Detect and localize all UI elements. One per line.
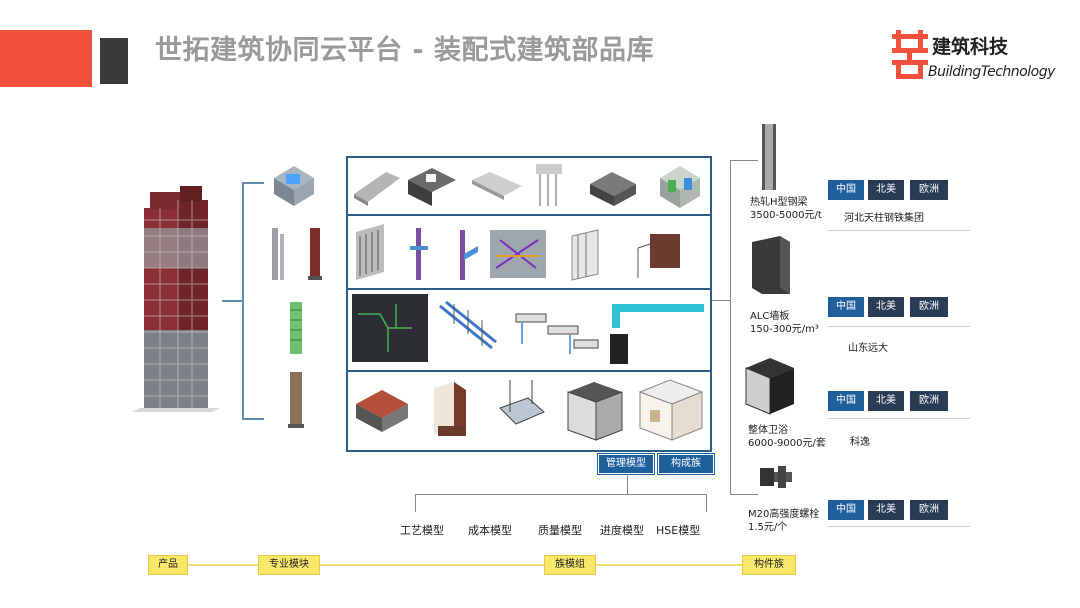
- thumb-beam[interactable]: [468, 164, 524, 208]
- region-tab-europe[interactable]: 欧洲: [910, 500, 948, 520]
- component-image-bathroom[interactable]: [742, 356, 798, 416]
- thumb-foundation[interactable]: [586, 164, 640, 208]
- logo-text-en: BuildingTechnology: [928, 64, 1055, 80]
- connector-line: [242, 418, 264, 420]
- thumb-steel-column[interactable]: [404, 226, 434, 282]
- divider: [828, 526, 970, 527]
- grid-divider: [348, 214, 710, 216]
- connector-line: [706, 494, 707, 512]
- region-tab-north-america[interactable]: 北美: [868, 180, 904, 200]
- region-tab-north-america[interactable]: 北美: [868, 391, 904, 411]
- region-tab-north-america[interactable]: 北美: [868, 297, 904, 317]
- connector-line: [730, 160, 758, 161]
- connector-line: [712, 300, 730, 301]
- thumb-ceiling-frame[interactable]: [494, 378, 548, 444]
- thumb-pipe-network[interactable]: [352, 294, 428, 362]
- logo-text-cn: 建筑科技: [932, 36, 1009, 58]
- divider: [828, 230, 970, 231]
- thumb-room-module[interactable]: [654, 160, 706, 212]
- component-image-alc-panel[interactable]: [750, 234, 792, 296]
- divider: [828, 326, 970, 327]
- grid-divider: [348, 370, 710, 372]
- thumb-duct[interactable]: [508, 302, 604, 360]
- connector-line: [730, 494, 758, 495]
- logo-icon: [892, 30, 928, 79]
- component-name: 整体卫浴: [748, 425, 788, 436]
- sub-model-quality[interactable]: 质量模型: [538, 524, 582, 537]
- component-image-bolt[interactable]: [756, 460, 796, 494]
- thumb-facade-panel[interactable]: [628, 228, 688, 282]
- thumb-wall-panel[interactable]: [352, 222, 392, 284]
- sub-model-cost[interactable]: 成本模型: [468, 524, 512, 537]
- connector-line: [415, 494, 707, 495]
- thumb-roof-module[interactable]: [352, 380, 412, 440]
- timeline-step-family-group[interactable]: 族模组: [544, 555, 596, 575]
- connector-line: [627, 474, 628, 494]
- supplier-name: 科逸: [850, 437, 870, 448]
- thumb-core-module[interactable]: [562, 378, 628, 444]
- thumb-slab[interactable]: [352, 164, 402, 208]
- header-accent-red: [0, 30, 92, 87]
- module-thumb-column-wall[interactable]: [282, 370, 310, 430]
- component-price: 150-300元/m³: [750, 324, 819, 335]
- region-tab-europe[interactable]: 欧洲: [910, 391, 948, 411]
- connector-line: [242, 182, 244, 420]
- grid-divider: [348, 288, 710, 290]
- thumb-bathroom-module[interactable]: [636, 376, 706, 444]
- region-tab-europe[interactable]: 欧洲: [910, 297, 948, 317]
- connector-line: [415, 494, 416, 512]
- connector-line: [730, 160, 731, 495]
- manage-model-button[interactable]: 管理模型: [598, 454, 654, 474]
- timeline-line: [186, 564, 260, 566]
- supplier-name: 河北天柱钢铁集团: [844, 213, 924, 224]
- component-image-h-beam[interactable]: [758, 122, 780, 192]
- timeline-line: [320, 564, 544, 566]
- region-tab-china[interactable]: 中国: [828, 180, 864, 200]
- region-tab-north-america[interactable]: 北美: [868, 500, 904, 520]
- region-tab-china[interactable]: 中国: [828, 500, 864, 520]
- building-model-image[interactable]: [122, 180, 222, 420]
- thumb-stair-slab[interactable]: [404, 162, 460, 208]
- component-name: 热轧H型钢梁: [750, 197, 808, 208]
- connector-line: [242, 182, 264, 184]
- supplier-name: 山东远大: [848, 343, 888, 354]
- thumb-steel-bracket[interactable]: [450, 228, 480, 282]
- module-thumb-columns[interactable]: [266, 224, 326, 284]
- sub-model-schedule[interactable]: 进度模型: [600, 524, 644, 537]
- header-accent-dark: [100, 38, 128, 84]
- component-name: ALC墙板: [750, 311, 790, 322]
- module-thumb-rebar[interactable]: [284, 300, 308, 356]
- timeline-step-specialty-module[interactable]: 专业模块: [258, 555, 320, 575]
- connector-line: [222, 300, 242, 302]
- page-title: 世拓建筑协同云平台 - 装配式建筑部品库: [155, 35, 655, 66]
- component-name: M20高强度螺栓: [748, 509, 820, 520]
- timeline-step-product[interactable]: 产品: [148, 555, 188, 575]
- thumb-wall-corner[interactable]: [426, 378, 474, 442]
- component-price: 3500-5000元/t: [750, 210, 822, 221]
- timeline-step-component-family[interactable]: 构件族: [742, 555, 796, 575]
- region-tab-china[interactable]: 中国: [828, 297, 864, 317]
- thumb-pile[interactable]: [530, 160, 570, 210]
- thumb-pipe-rack[interactable]: [436, 296, 500, 358]
- region-tab-europe[interactable]: 欧洲: [910, 180, 948, 200]
- module-thumb-unit[interactable]: [268, 158, 320, 210]
- timeline-line: [594, 564, 742, 566]
- divider: [828, 418, 970, 419]
- region-tab-china[interactable]: 中国: [828, 391, 864, 411]
- sub-model-hse[interactable]: HSE模型: [656, 524, 701, 537]
- thumb-curtain-wall[interactable]: [566, 226, 606, 282]
- thumb-hvac-unit[interactable]: [608, 298, 708, 368]
- component-price: 1.5元/个: [748, 522, 788, 533]
- sub-model-process[interactable]: 工艺模型: [400, 524, 444, 537]
- component-family-button[interactable]: 构成族: [658, 454, 714, 474]
- component-price: 6000-9000元/套: [748, 438, 826, 449]
- thumb-steel-frame[interactable]: [488, 228, 548, 280]
